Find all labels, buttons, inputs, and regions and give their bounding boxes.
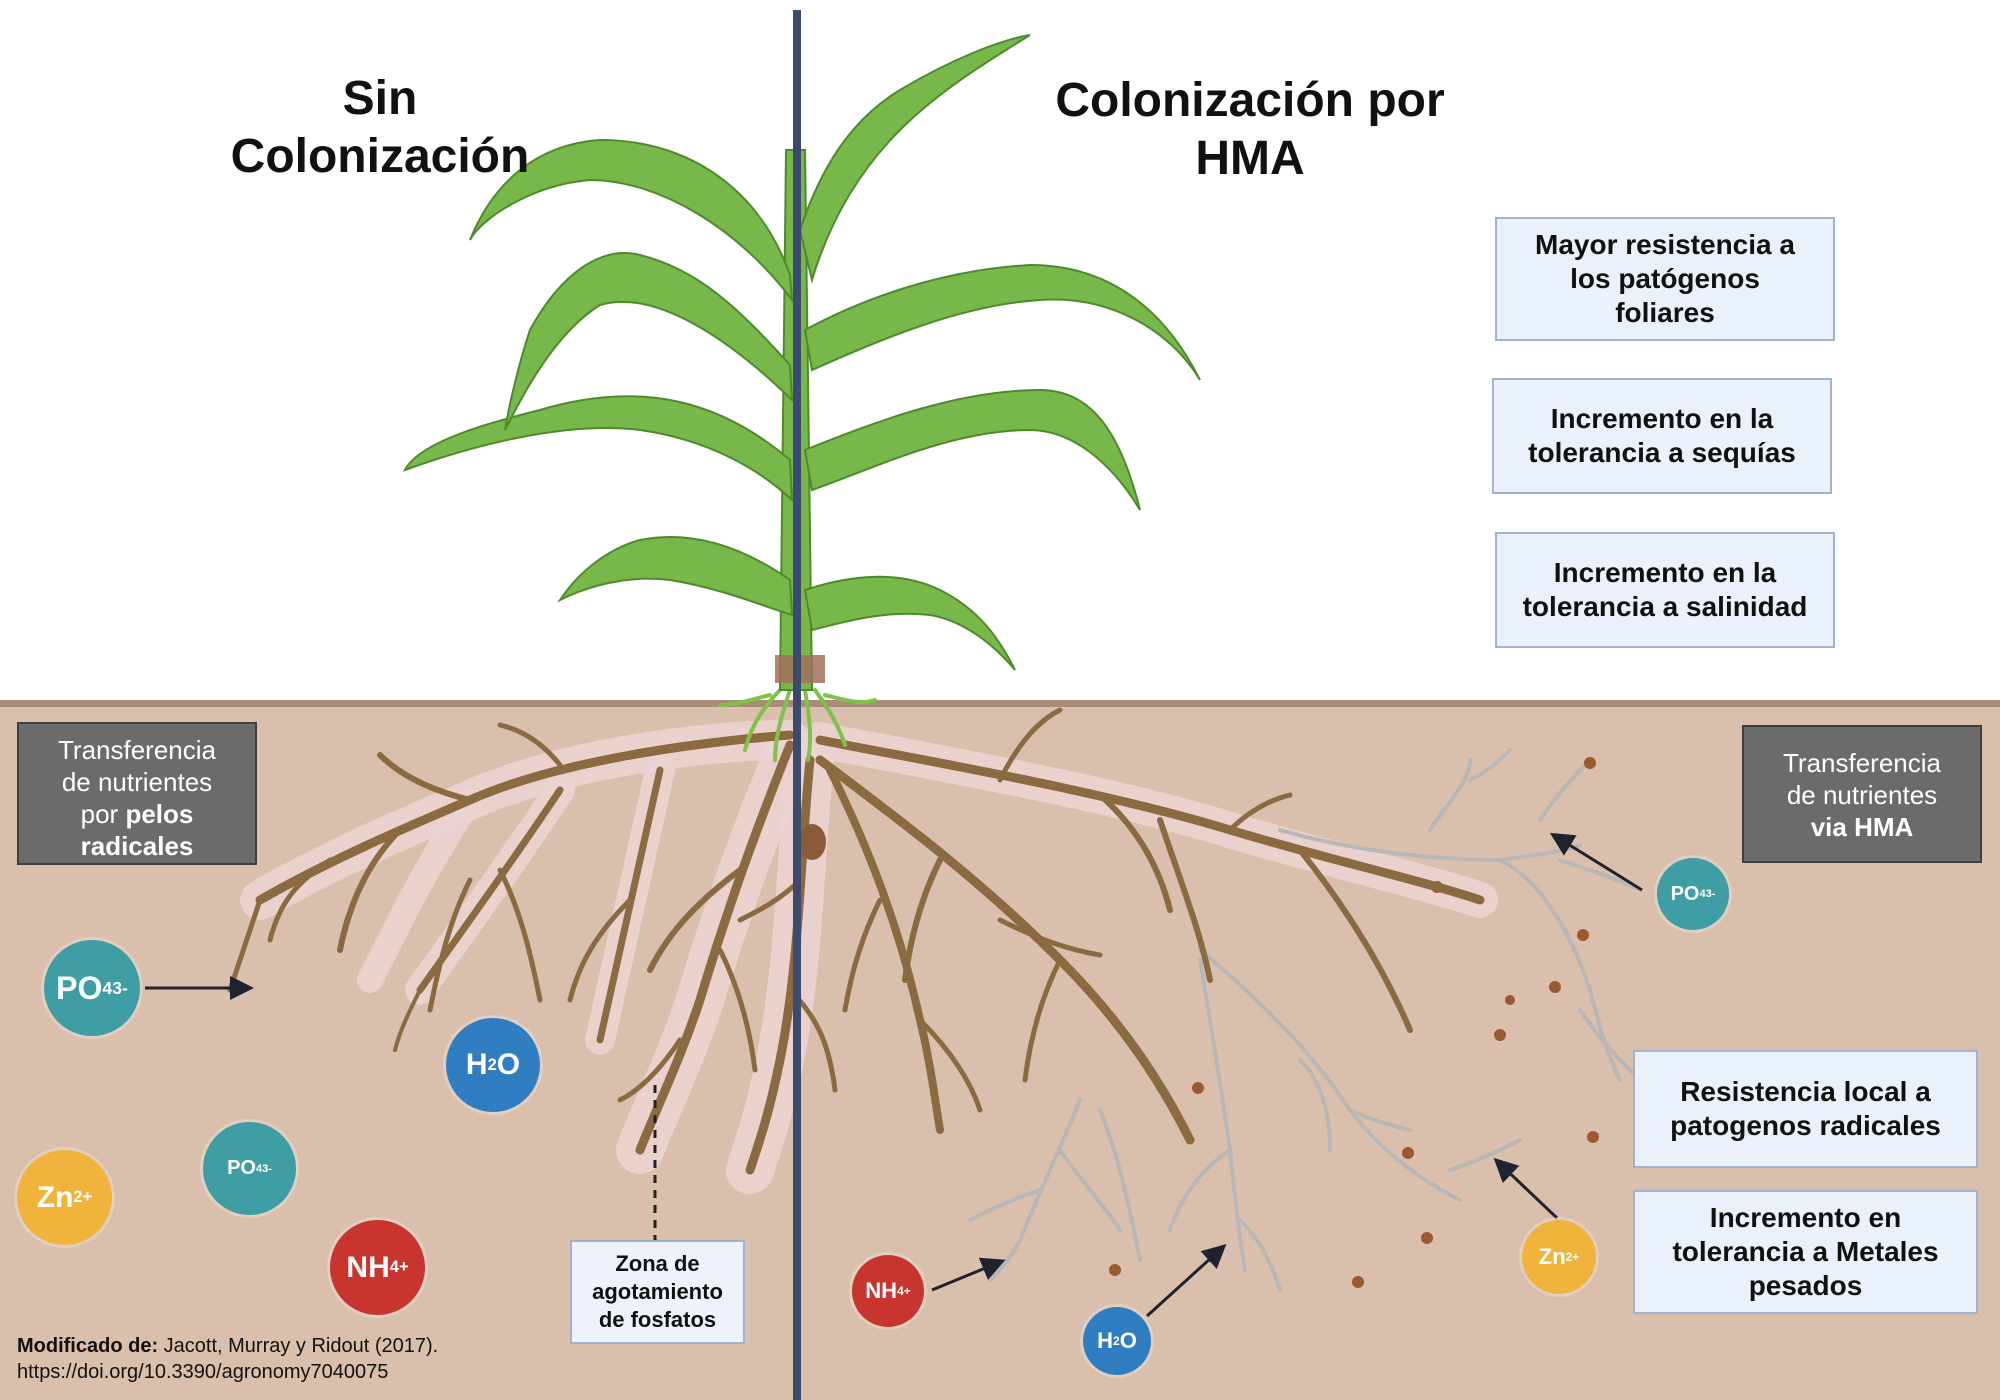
- leaf: [803, 388, 1141, 511]
- transfer-hma-box: Transferencia de nutrientes via HMA: [1742, 725, 1982, 863]
- benefit-text: pesados: [1748, 1270, 1863, 1301]
- transfer-text: de nutrientes: [61, 767, 213, 797]
- ion-subscript: 2: [1113, 1334, 1120, 1348]
- credit-line1: Modificado de: Jacott, Murray y Ridout (…: [17, 1333, 557, 1359]
- ion-label: Zn: [36, 1180, 74, 1214]
- transfer-root-hairs-box: Transferencia de nutrientes por pelos ra…: [17, 722, 257, 865]
- ion-label: O: [496, 1048, 521, 1081]
- transfer-text: via HMA: [1810, 812, 1914, 842]
- benefit-foliar-pathogens: Mayor resistencia a los patógenos foliar…: [1495, 217, 1835, 341]
- zone-text: agotamiento: [592, 1279, 723, 1304]
- phosphate-depletion-zone-label: Zona de agotamiento de fosfatos: [570, 1240, 745, 1344]
- ion-superscript: 3-: [112, 977, 128, 998]
- ion-label: PO: [227, 1157, 256, 1179]
- root-crown: [798, 824, 826, 860]
- arrow-nh4-right: [931, 1257, 1006, 1292]
- arrow-h2o-right: [1145, 1243, 1227, 1318]
- ion-label: O: [1119, 1328, 1137, 1353]
- ion-subscript: 2: [487, 1055, 497, 1074]
- ion-superscript: 3-: [262, 1162, 272, 1175]
- ion-label: NH: [865, 1278, 897, 1303]
- zone-text: de fosfatos: [598, 1307, 717, 1332]
- benefit-text: tolerancia a salinidad: [1522, 591, 1808, 622]
- benefit-text: tolerancia a Metales: [1672, 1236, 1939, 1267]
- transfer-text: de nutrientes: [1786, 780, 1938, 810]
- arrow-po4-right: [1549, 832, 1643, 892]
- leaf: [402, 395, 794, 503]
- ion-subscript: 4: [896, 1284, 904, 1298]
- seedling-roots: [718, 688, 877, 762]
- ion-label: H: [465, 1048, 488, 1081]
- ion-label: Zn: [1538, 1244, 1566, 1269]
- benefit-text: patogenos radicales: [1670, 1110, 1941, 1141]
- benefit-text: los patógenos: [1570, 263, 1760, 294]
- leaf: [798, 34, 1031, 284]
- benefit-text: tolerancia a sequías: [1528, 437, 1796, 468]
- ion-superscript: +: [903, 1284, 911, 1298]
- benefit-text: foliares: [1615, 297, 1715, 328]
- leaf: [469, 138, 794, 304]
- ion-subscript: 4: [1699, 888, 1706, 900]
- ion-subscript: 4: [102, 977, 113, 998]
- transfer-text-prefix: por: [80, 799, 126, 829]
- benefit-text: Mayor resistencia a: [1535, 229, 1795, 260]
- title-left-line1: Sin: [342, 72, 418, 125]
- arrow-zn-right: [1493, 1157, 1559, 1220]
- ion-superscript: +: [398, 1258, 409, 1276]
- benefit-salinity: Incremento en la tolerancia a salinidad: [1495, 532, 1835, 648]
- root-system: [227, 707, 1485, 1175]
- uptake-arrows: [145, 832, 1643, 1318]
- ion-subscript: 4: [389, 1258, 399, 1276]
- transfer-text: Transferencia: [1783, 748, 1941, 778]
- ion-superscript: 2+: [73, 1188, 93, 1206]
- zone-text: Zona de: [615, 1251, 700, 1276]
- leaf: [504, 252, 794, 431]
- title-left: Sin Colonización: [170, 70, 590, 186]
- ion-label: H: [1097, 1328, 1114, 1353]
- ion-label: NH: [346, 1250, 390, 1284]
- title-right: Colonización por HMA: [1000, 72, 1500, 188]
- transfer-text: radicales: [80, 831, 194, 861]
- benefit-drought: Incremento en la tolerancia a sequías: [1492, 378, 1832, 494]
- credit-label: Modificado de:: [17, 1335, 159, 1357]
- ion-label: PO: [1670, 882, 1700, 905]
- benefit-text: Incremento en la: [1553, 557, 1777, 588]
- benefit-text: Resistencia local a: [1680, 1076, 1931, 1107]
- ion-label: PO: [56, 969, 103, 1006]
- soil-surface-line: [0, 700, 2000, 707]
- title-right-line2: HMA: [1195, 132, 1305, 185]
- title-left-line2: Colonización: [230, 130, 530, 183]
- divider-line: [793, 10, 801, 1400]
- transfer-text-bold: pelos: [125, 799, 194, 829]
- benefit-text: Incremento en: [1709, 1202, 1902, 1233]
- transfer-text: por pelos: [19, 798, 255, 830]
- benefit-text: Incremento en la: [1550, 403, 1774, 434]
- benefit-root-pathogens: Resistencia local a patogenos radicales: [1633, 1050, 1978, 1168]
- source-credit: Modificado de: Jacott, Murray y Ridout (…: [17, 1333, 557, 1385]
- credit-doi: https://doi.org/10.3390/agronomy7040075: [17, 1361, 389, 1383]
- credit-authors: Jacott, Murray y Ridout (2017).: [158, 1335, 439, 1357]
- transfer-text: Transferencia: [58, 735, 216, 765]
- leaf: [557, 536, 794, 617]
- leaf: [803, 575, 1016, 671]
- leaf: [803, 263, 1201, 381]
- benefit-heavy-metals: Incremento en tolerancia a Metales pesad…: [1633, 1190, 1978, 1314]
- ion-superscript: 2+: [1565, 1250, 1580, 1264]
- title-right-line1: Colonización por: [1055, 74, 1445, 127]
- ion-subscript: 4: [256, 1162, 263, 1175]
- ion-superscript: 3-: [1705, 888, 1716, 900]
